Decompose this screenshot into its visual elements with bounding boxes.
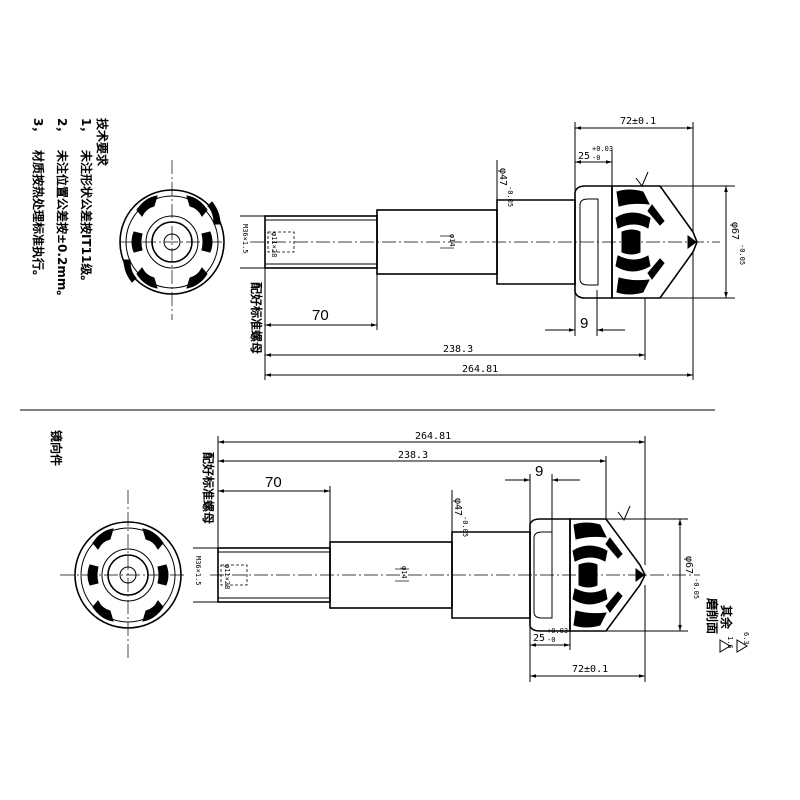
top-end-view: [119, 160, 225, 320]
bottom-dim-thread-len: 70: [265, 474, 282, 491]
technical-notes: 技术要求 1， 未注形状公差按IT11级。 2， 未注位置公差按±0.2mm。 …: [31, 118, 110, 302]
bottom-dimensions: 264.81 238.3 70 9 φ47 -0.05 φ14 M36×1.5 …: [193, 431, 700, 682]
bottom-end-view: [60, 490, 185, 660]
surface-rest-value: 6.3: [742, 632, 750, 645]
top-dim-step-low: -0: [592, 154, 600, 162]
note-3-num: 3，: [31, 118, 45, 138]
surface-rest-label: 其余: [719, 605, 734, 630]
top-dim-step: 25: [578, 151, 590, 162]
note-3-text: 材质按热处理标准执行。: [31, 149, 46, 282]
note-1-text: 未注形状公差按IT11级。: [79, 149, 94, 287]
top-head-lobes: [615, 189, 697, 295]
top-dim-shank-dia: φ47: [497, 168, 508, 186]
top-dim-mid: 238.3: [443, 344, 473, 355]
note-2-num: 2，: [55, 118, 69, 138]
roughness-rest-icon: [736, 639, 748, 653]
top-dim-head-len: 72±0.1: [620, 116, 656, 127]
mirror-part-label: 镜向件: [49, 430, 64, 466]
top-surface-mark: [635, 171, 649, 187]
bottom-dim-head-dia-tol: -0.05: [692, 578, 700, 599]
bottom-dim-gap: 9: [535, 463, 543, 480]
bottom-dim-shank-dia: φ47: [452, 498, 463, 516]
bottom-nut-note: 配好标准螺母: [201, 452, 216, 524]
bottom-dim-overall: 264.81: [415, 431, 451, 442]
bottom-dim-step-low: -0: [547, 636, 555, 644]
bottom-side-view: [210, 505, 700, 632]
top-nut-note: 配好标准螺母: [249, 282, 264, 354]
bottom-dim-bore: φ14: [400, 566, 408, 579]
top-end-lobes: [123, 195, 221, 289]
surface-roughness-note: 其余 6.3 磨削面 1.6: [705, 597, 750, 653]
top-dim-thread-len: 70: [312, 307, 329, 324]
bottom-dim-step-up: +0.03: [547, 627, 568, 635]
bottom-dim-step: 25: [533, 633, 545, 644]
note-2-text: 未注位置公差按±0.2mm。: [55, 149, 70, 302]
bottom-thread-label: M36×1.5: [194, 556, 202, 586]
top-view: 72±0.1 25 +0.03 -0 φ67 -0.05 φ47 -0.05 φ…: [119, 116, 746, 380]
top-dim-overall: 264.81: [462, 364, 498, 375]
top-thread-label: M36×1.5: [241, 224, 249, 254]
top-side-view: [250, 171, 720, 299]
top-dim-bore: φ14: [448, 234, 456, 247]
bottom-head-lobes: [572, 522, 645, 628]
bottom-surface-mark: [617, 505, 631, 521]
surface-finish-label: 磨削面: [705, 597, 720, 634]
bottom-dim-shank-dia-tol: -0.05: [461, 516, 469, 537]
top-dim-head-dia-tol: -0.05: [738, 244, 746, 265]
top-dim-shank-dia-tol: -0.05: [506, 186, 514, 207]
surface-finish-value: 1.6: [726, 636, 734, 649]
top-thread-inner: φ11×28: [270, 232, 278, 257]
bottom-thread-inner: φ11×28: [223, 564, 231, 589]
top-dim-head-dia: φ67: [729, 222, 740, 240]
top-dim-step-up: +0.03: [592, 145, 613, 153]
bottom-dim-head-len: 72±0.1: [572, 664, 608, 675]
notes-title: 技术要求: [95, 118, 110, 167]
top-dim-gap: 9: [580, 315, 588, 332]
note-1-num: 1，: [79, 118, 93, 138]
bottom-dim-mid: 238.3: [398, 450, 428, 461]
roughness-finish-icon: [719, 639, 731, 653]
bottom-end-lobes: [87, 528, 169, 622]
bottom-dim-head-dia: φ67: [683, 556, 694, 574]
bottom-view: 264.81 238.3 70 9 φ47 -0.05 φ14 M36×1.5 …: [60, 431, 700, 682]
top-dimensions: 72±0.1 25 +0.03 -0 φ67 -0.05 φ47 -0.05 φ…: [240, 116, 746, 380]
